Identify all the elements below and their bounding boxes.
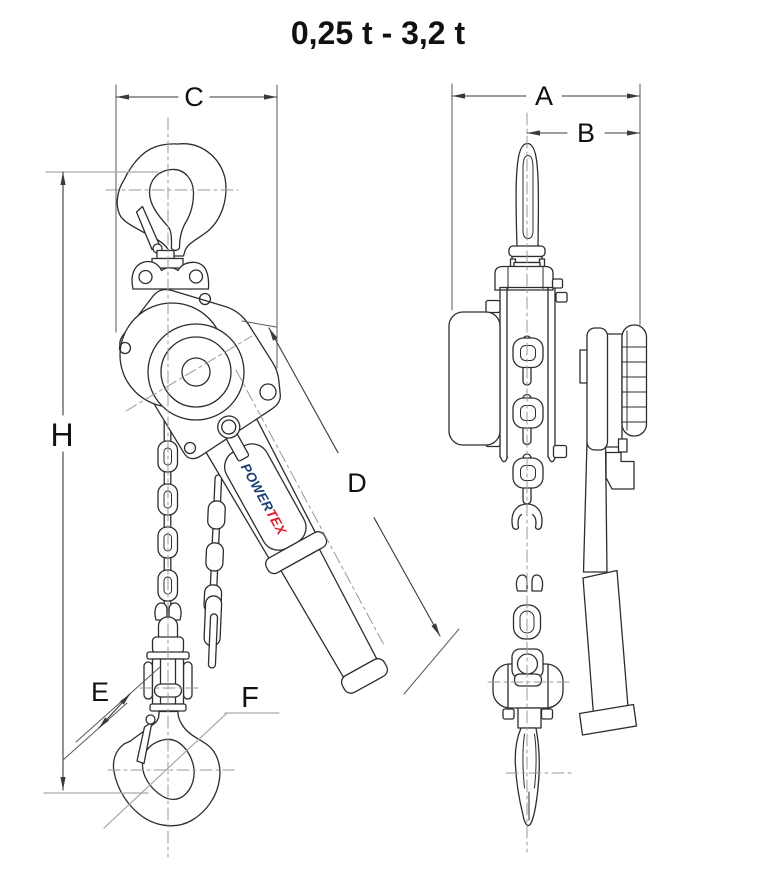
bottom-hook-assembly-side bbox=[492, 574, 564, 827]
pawl-bracket bbox=[605, 451, 635, 490]
gear-housing-front bbox=[118, 292, 277, 455]
dim-label-f: F bbox=[241, 682, 259, 714]
lever-hub-disc bbox=[586, 327, 609, 451]
slack-chain-front bbox=[203, 474, 226, 669]
dimension-a: A bbox=[451, 81, 641, 326]
front-view: POWERTEX bbox=[112, 143, 389, 827]
suspension-bracket-front bbox=[131, 260, 210, 290]
side-view bbox=[448, 142, 648, 827]
gear-cover-side bbox=[448, 311, 501, 446]
bottom-hook-side bbox=[514, 727, 540, 827]
centerlines bbox=[105, 112, 575, 858]
load-chain-side bbox=[511, 335, 544, 530]
lever-grip-endcap-side bbox=[578, 703, 638, 736]
dimension-f: F bbox=[103, 682, 280, 829]
dimension-b: B bbox=[526, 118, 641, 148]
dimension-e: E bbox=[62, 666, 161, 761]
selector-knob bbox=[217, 415, 250, 462]
suspension-housing-side bbox=[448, 265, 568, 463]
top-hook-latch bbox=[135, 205, 160, 251]
dimension-c: C bbox=[115, 82, 278, 369]
capacity-title: 0,25 t - 3,2 t bbox=[291, 15, 466, 51]
lever-and-handwheel-side bbox=[578, 324, 648, 736]
lever-bar-side bbox=[582, 441, 608, 573]
top-hook-front bbox=[116, 143, 227, 269]
lever-grip-side bbox=[582, 569, 629, 716]
bottom-hook-latch bbox=[136, 721, 153, 765]
dim-label-h: H bbox=[50, 417, 73, 453]
lever-grip bbox=[280, 548, 379, 680]
dim-label-d: D bbox=[347, 468, 367, 498]
dim-label-b: B bbox=[577, 118, 595, 148]
lever-grip-endcap bbox=[340, 658, 389, 694]
dim-label-a: A bbox=[535, 81, 553, 111]
dim-label-c: C bbox=[184, 82, 204, 112]
dimension-d: D bbox=[241, 320, 460, 695]
dim-label-e: E bbox=[91, 677, 109, 707]
handwheel bbox=[621, 324, 648, 437]
dimension-h: H bbox=[43, 171, 159, 794]
